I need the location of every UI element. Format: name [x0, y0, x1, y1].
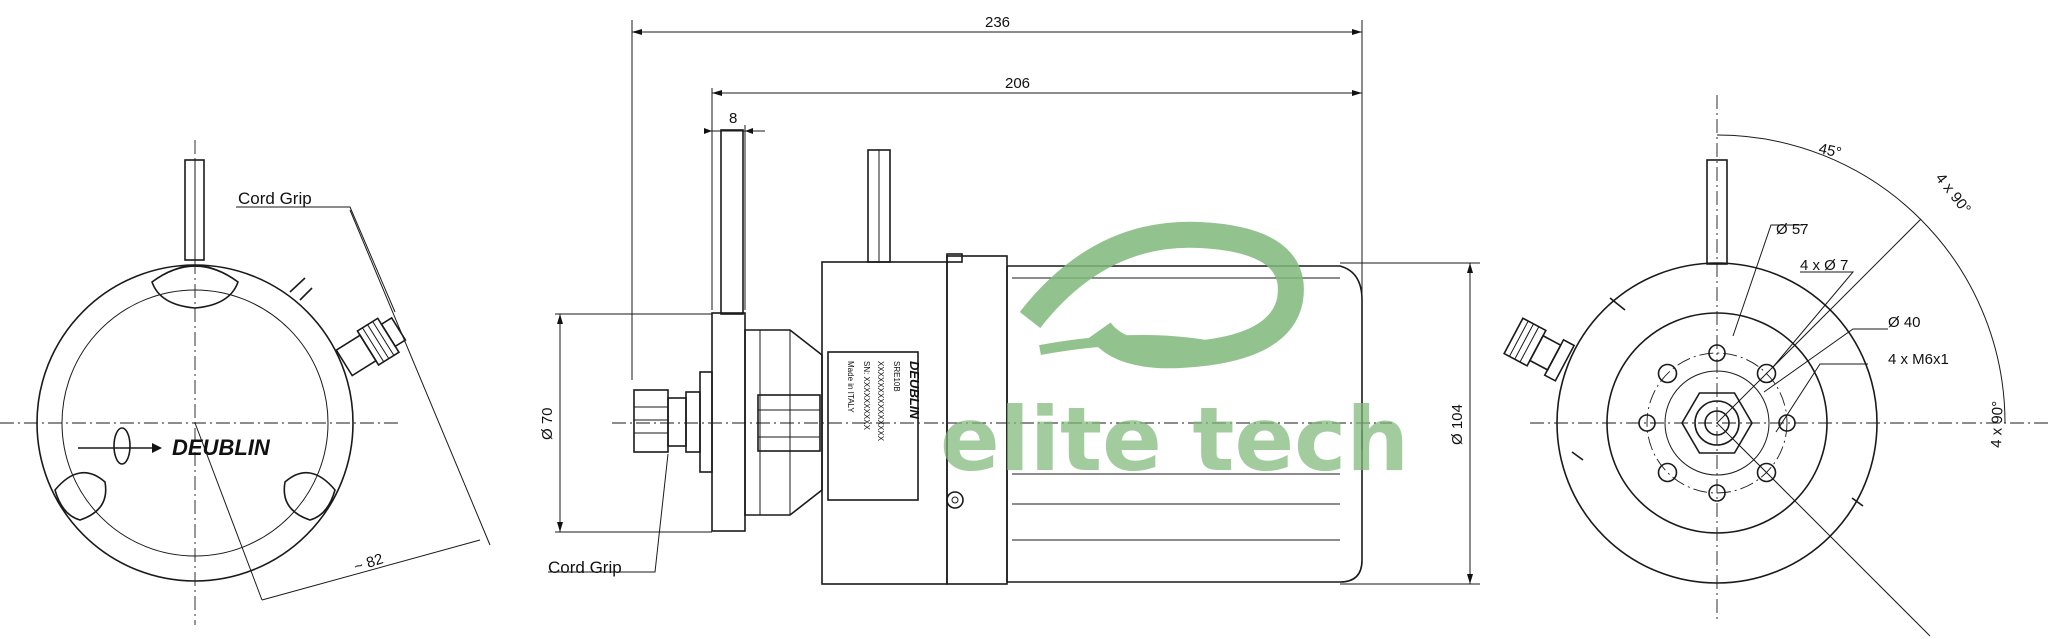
body-diameter-dim: Ø 104	[1449, 404, 1466, 445]
side-view: 236 206 8 Ø 70 Ø 104 Cord	[539, 14, 1480, 585]
bolt-holes-dim: 4 x Ø 7	[1800, 257, 1848, 274]
flange-diameter-dim: Ø 70	[539, 407, 556, 440]
overall-length-dim: 236	[985, 14, 1010, 31]
grip-clearance-dim: ~ 82	[352, 550, 385, 575]
cord-grip-label-middle: Cord Grip	[548, 558, 622, 577]
threaded-holes-dim: 4 x M6x1	[1888, 351, 1949, 368]
plate-model: SRE10B	[892, 361, 901, 392]
right-end-view: 45° 4 x 90° 4 x 90° Ø 57 4 x Ø 7 Ø 40 4 …	[1503, 95, 2048, 637]
brand-logo-left: DEUBLIN	[172, 435, 271, 460]
angle-pattern-right-dim: 4 x 90°	[1988, 401, 2007, 448]
cord-grip-label-left: Cord Grip	[238, 189, 312, 208]
plate-origin: Made in ITALY	[846, 361, 855, 413]
plate-serial: SN: XXXXXXXXXX	[862, 361, 871, 431]
left-end-view: Cord Grip DEUBLIN ~ 82	[0, 140, 491, 625]
bolt-circle-dim: Ø 57	[1776, 221, 1809, 238]
watermark-text: elite tech	[940, 388, 1409, 491]
angle-pattern-upper-dim: 4 x 90°	[1932, 170, 1974, 217]
pilot-diameter-dim: Ø 40	[1888, 314, 1921, 331]
watermark: elite tech	[940, 221, 1409, 491]
flange-thickness-dim: 8	[729, 110, 737, 127]
brand-logo-plate: DEUBLIN	[907, 361, 922, 419]
plate-code: XXXXXXXXXXXXXXX	[876, 361, 885, 442]
body-length-dim: 206	[1005, 75, 1030, 92]
angle-offset-dim: 45°	[1817, 140, 1843, 161]
